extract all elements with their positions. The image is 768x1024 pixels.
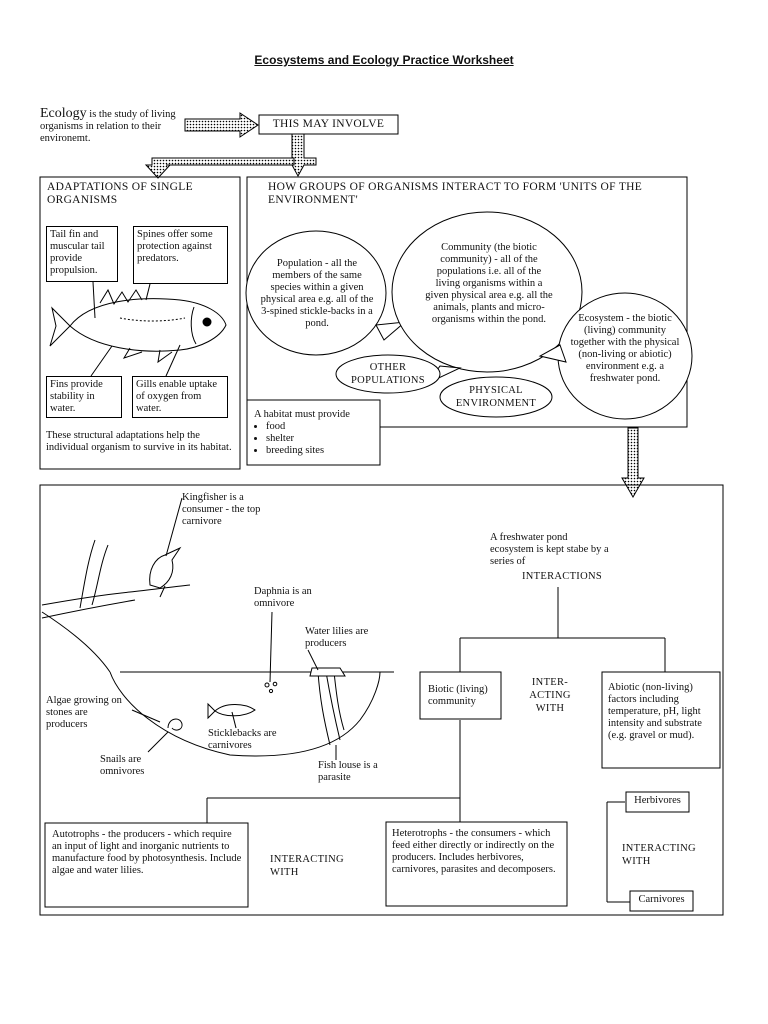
autotrophs-box <box>44 822 249 908</box>
population-bubble <box>245 230 387 356</box>
adaptations-panel <box>39 176 241 470</box>
habitat-text: A habitat must provide food shelter bree… <box>254 409 378 457</box>
spines-note: Spines offer some protection against pre… <box>133 226 228 284</box>
carnivores-box <box>629 890 694 912</box>
biotic-text: Biotic (living) community <box>428 684 488 707</box>
habitat-box <box>246 399 381 466</box>
habitat-item: food <box>266 421 378 433</box>
groups-heading: HOW GROUPS OF ORGANISMS INTERACT TO FORM… <box>268 181 643 206</box>
heterotrophs-box <box>385 821 568 907</box>
arrow-ecology-to-involve <box>184 112 259 138</box>
carnivores-label: Carnivores <box>638 894 685 905</box>
habitat-item: shelter <box>266 433 378 445</box>
arrow-involve-branch <box>291 133 317 178</box>
physical-environment-label: PHYSICAL ENVIRONMENT <box>455 385 537 409</box>
flow-lines <box>206 587 666 903</box>
pond-drawing <box>41 497 394 760</box>
water-lilies-label: Water lilies are producers <box>305 626 369 649</box>
heterotrophs-text: Heterotrophs - the consumers - which fee… <box>392 828 556 875</box>
daphnia-label: Daphnia is an omnivore <box>254 586 312 609</box>
gills-note: Gills enable uptake of oxygen from water… <box>132 376 228 418</box>
arrow-to-adaptations <box>144 157 295 179</box>
abiotic-box <box>601 671 721 769</box>
community-bubble <box>391 211 583 373</box>
habitat-item: breeding sites <box>266 445 378 457</box>
biotic-box <box>419 671 502 720</box>
involve-label: THIS MAY INVOLVE <box>272 118 385 130</box>
snails-label: Snails are omnivores <box>100 754 145 777</box>
ecosystem-text: Ecosystem - the biotic (living) communit… <box>570 313 680 384</box>
ecology-definition: Ecology is the study of living organisms… <box>40 106 185 145</box>
habitat-list: food shelter breeding sites <box>254 421 378 457</box>
involve-box <box>258 114 399 135</box>
habitat-heading: A habitat must provide <box>254 409 350 420</box>
arrow-to-pond-section <box>621 427 645 498</box>
interacting-with-label: INTERACTING WITH <box>270 854 344 878</box>
community-text: Community (the biotic community) - all o… <box>425 242 553 325</box>
adaptations-summary: These structural adaptations help the in… <box>46 430 232 453</box>
adaptations-heading: ADAPTATIONS OF SINGLE ORGANISMS <box>47 181 193 206</box>
herbivores-label: Herbivores <box>634 795 681 806</box>
interacting-with-label: INTER-ACTING WITH <box>529 677 571 714</box>
fins-note: Fins provide stability in water. <box>46 376 122 418</box>
ecology-definition-text: is the study of living organisms in rela… <box>40 109 176 144</box>
other-populations-label: OTHER POPULATIONS <box>351 362 425 386</box>
fish-drawing <box>49 288 227 364</box>
stable-text: A freshwater pond ecosystem is kept stab… <box>490 532 609 567</box>
autotrophs-text: Autotrophs - the producers - which requi… <box>52 829 242 876</box>
kingfisher-label: Kingfisher is a consumer - the top carni… <box>182 492 261 527</box>
abiotic-text: Abiotic (non-living) factors including t… <box>608 682 702 741</box>
other-populations-ellipse <box>335 354 441 394</box>
ecology-word: Ecology <box>40 106 87 121</box>
tail-note: Tail fin and muscular tail provide propu… <box>46 226 118 282</box>
sticklebacks-label: Sticklebacks are carnivores <box>208 728 277 751</box>
pond-panel <box>39 484 724 916</box>
physical-environment-ellipse <box>439 376 553 418</box>
page-title: Ecosystems and Ecology Practice Workshee… <box>254 53 514 67</box>
population-text: Population - all the members of the same… <box>260 258 374 329</box>
interactions-label: INTERACTIONS <box>522 571 603 582</box>
interacting-with-label: INTERACTING WITH <box>622 843 696 867</box>
herbivores-box <box>625 791 690 813</box>
fish-louse-label: Fish louse is a parasite <box>318 760 378 783</box>
algae-label: Algae growing on stones are producers <box>46 695 122 730</box>
